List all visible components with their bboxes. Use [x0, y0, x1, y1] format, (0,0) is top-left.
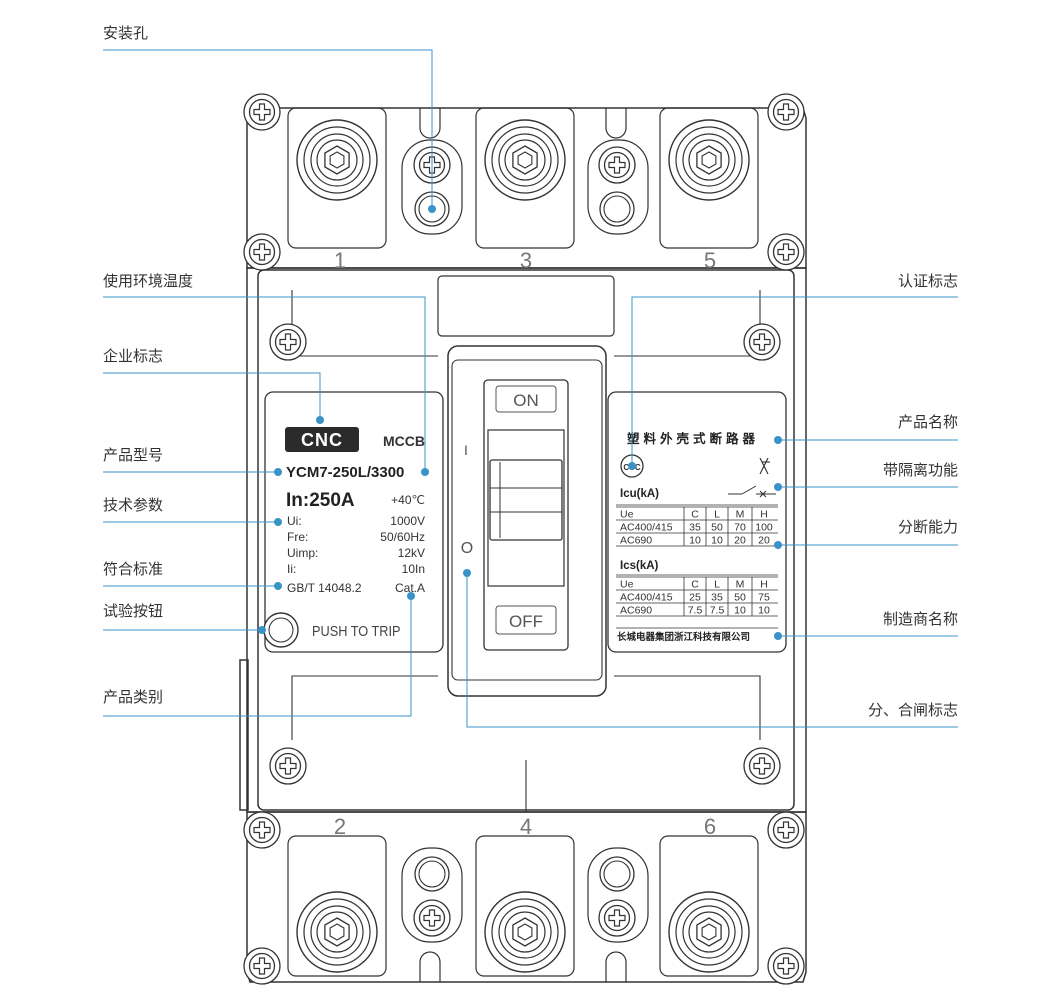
table-cell: 70 [734, 522, 746, 534]
terminal-3-label: 3 [520, 248, 532, 273]
table-cell: AC690 [620, 535, 652, 547]
operating-handle-area: ON OFF I O [447, 345, 607, 697]
ics-title: Ics(kA) [620, 560, 659, 572]
param-value: 10In [402, 562, 425, 576]
temp-text: +40℃ [391, 493, 425, 507]
manufacturer-text: 长城电器集团浙江科技有限公司 [617, 631, 750, 643]
table-header-cell: Ue [620, 509, 634, 521]
callout-certification: 认证标志 [898, 272, 958, 290]
leader-lines [103, 49, 958, 728]
callout-product-name: 产品名称 [898, 413, 958, 431]
table-header-cell: C [691, 509, 699, 521]
rating-text: In:250A [286, 490, 355, 511]
table-cell: 20 [734, 535, 746, 547]
callout-company-logo: 企业标志 [103, 347, 163, 365]
callout-model: 产品型号 [103, 446, 163, 464]
series-text: MCCB [383, 433, 425, 449]
table-cell: 100 [755, 522, 773, 534]
table-header-cell: Ue [620, 579, 634, 591]
table-cell: AC400/415 [620, 522, 673, 534]
callout-ambient-temp: 使用环境温度 [103, 272, 193, 290]
table-cell: 7.5 [688, 605, 703, 617]
table-cell: 10 [734, 605, 746, 617]
table-header-cell: C [691, 579, 699, 591]
icu-title: Icu(kA) [620, 488, 659, 500]
table-header-cell: M [736, 509, 745, 521]
table-cell: 10 [758, 605, 770, 617]
on-mark: I [464, 442, 468, 458]
param-key: Ui: [287, 514, 302, 528]
param-value: 12kV [398, 546, 425, 560]
test-button[interactable] [263, 612, 299, 648]
table-cell: 35 [689, 522, 701, 534]
callout-breaking-capacity: 分断能力 [898, 518, 958, 536]
rating-label-panel: CNC MCCB YCM7-250L/3300 In:250A +40℃ Ui:… [263, 391, 444, 653]
table-cell: AC400/415 [620, 592, 673, 604]
callout-tech-params: 技术参数 [103, 496, 163, 514]
param-value: 1000V [390, 514, 425, 528]
category-text: Cat.A [395, 581, 425, 595]
param-key: Fre: [287, 530, 308, 544]
terminal-1-label: 1 [334, 248, 346, 273]
callout-standard: 符合标准 [103, 560, 163, 578]
on-label: ON [513, 391, 539, 410]
isolation-icon [759, 457, 770, 475]
terminal-6-label: 6 [704, 814, 716, 839]
table-cell: 10 [711, 535, 723, 547]
off-label: OFF [509, 612, 543, 631]
table-header-cell: L [714, 579, 720, 591]
table-cell: AC690 [620, 605, 652, 617]
standard-text: GB/T 14048.2 [287, 581, 362, 595]
callout-manufacturer: 制造商名称 [883, 610, 958, 628]
callout-category: 产品类别 [103, 688, 163, 706]
table-header-cell: H [760, 579, 768, 591]
param-value: 50/60Hz [380, 530, 425, 544]
terminal-numbers: 1 3 5 2 4 6 [334, 248, 716, 839]
callout-labels: 安装孔 使用环境温度 企业标志 产品型号 技术参数 符合标准 试验按钮 产品类别… [103, 24, 958, 719]
table-header-cell: H [760, 509, 768, 521]
terminal-4-label: 4 [520, 814, 532, 839]
callout-test-button: 试验按钮 [103, 602, 163, 620]
push-to-trip-text: PUSH TO TRIP [312, 622, 400, 639]
callout-on-off-mark: 分、合闸标志 [868, 701, 958, 719]
table-cell: 7.5 [710, 605, 725, 617]
leader-dots [258, 205, 782, 640]
callout-isolation: 带隔离功能 [883, 461, 958, 479]
isolation-switch-symbol [728, 485, 776, 498]
table-cell: 10 [689, 535, 701, 547]
off-mark: O [461, 540, 473, 557]
product-name-text: 塑料外壳式断路器 [627, 431, 759, 446]
table-cell: 75 [758, 592, 770, 604]
model-text: YCM7-250L/3300 [286, 464, 404, 481]
terminal-2-label: 2 [334, 814, 346, 839]
table-cell: 20 [758, 535, 770, 547]
terminal-5-label: 5 [704, 248, 716, 273]
capacity-label-panel: 塑料外壳式断路器 CCC Icu(kA) UeCLMHAC400/4153550… [607, 391, 787, 653]
brand-logo [285, 427, 359, 452]
table-cell: 50 [711, 522, 723, 534]
table-cell: 50 [734, 592, 746, 604]
breaker-body [239, 107, 807, 983]
table-header-cell: M [736, 579, 745, 591]
callout-mounting-hole: 安装孔 [103, 24, 148, 42]
table-cell: 25 [689, 592, 701, 604]
handle-toggle[interactable] [489, 459, 563, 541]
table-cell: 35 [711, 592, 723, 604]
param-key: Ii: [287, 562, 296, 576]
table-header-cell: L [714, 509, 720, 521]
param-key: Uimp: [287, 546, 318, 560]
brand-logo-text: CNC [301, 430, 343, 450]
